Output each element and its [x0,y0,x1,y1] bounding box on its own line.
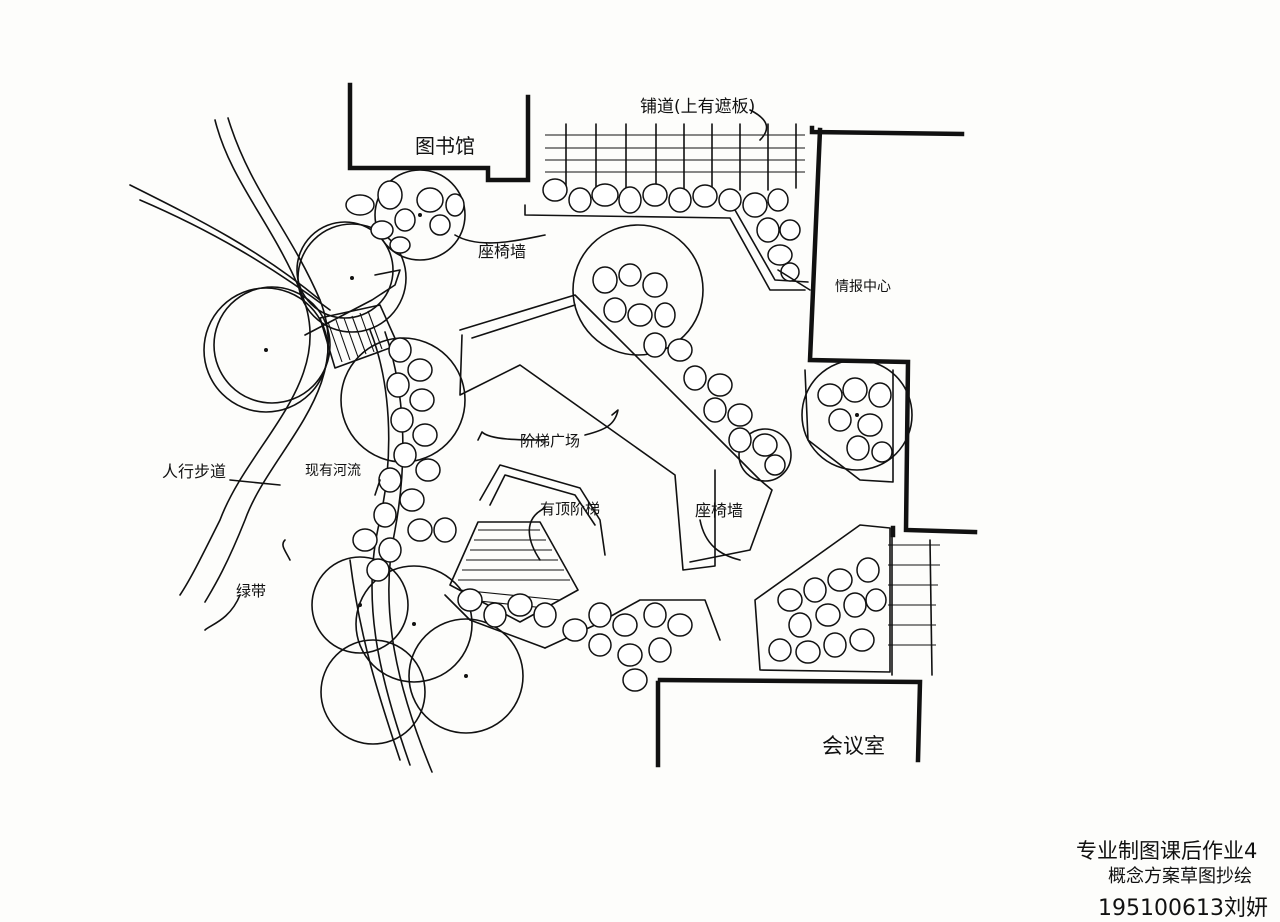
plaza-label: 阶梯广场 [520,432,581,450]
paving-label: 铺道(上有遮板) [640,97,756,117]
pebble-stones [345,178,893,692]
sidewalk-curves [129,117,331,603]
east-paving [888,534,940,676]
seat-wall-label-top: 座椅墙 [478,242,527,261]
signature-line-2: 概念方案草图抄绘 [1108,866,1252,887]
plaza-outline [444,294,894,673]
tree-trunks [264,213,859,678]
covered-stairs-label: 有顶阶梯 [540,500,601,518]
signature-line-3: 195100613刘妍 [1098,896,1268,921]
library-label: 图书馆 [415,134,475,158]
seat-wall-label-right: 座椅墙 [695,501,744,520]
leader-arrows [204,109,811,631]
stream-label: 现有河流 [305,463,361,479]
meeting-room-label: 会议室 [822,734,885,758]
sidewalk-label: 人行步道 [162,462,227,481]
paving-strip [524,123,809,291]
building-walls [347,82,978,768]
signature-line-1: 专业制图课后作业4 [1076,839,1258,863]
green-belt-label: 绿带 [236,582,267,600]
info-center-label: 情报中心 [835,279,891,295]
